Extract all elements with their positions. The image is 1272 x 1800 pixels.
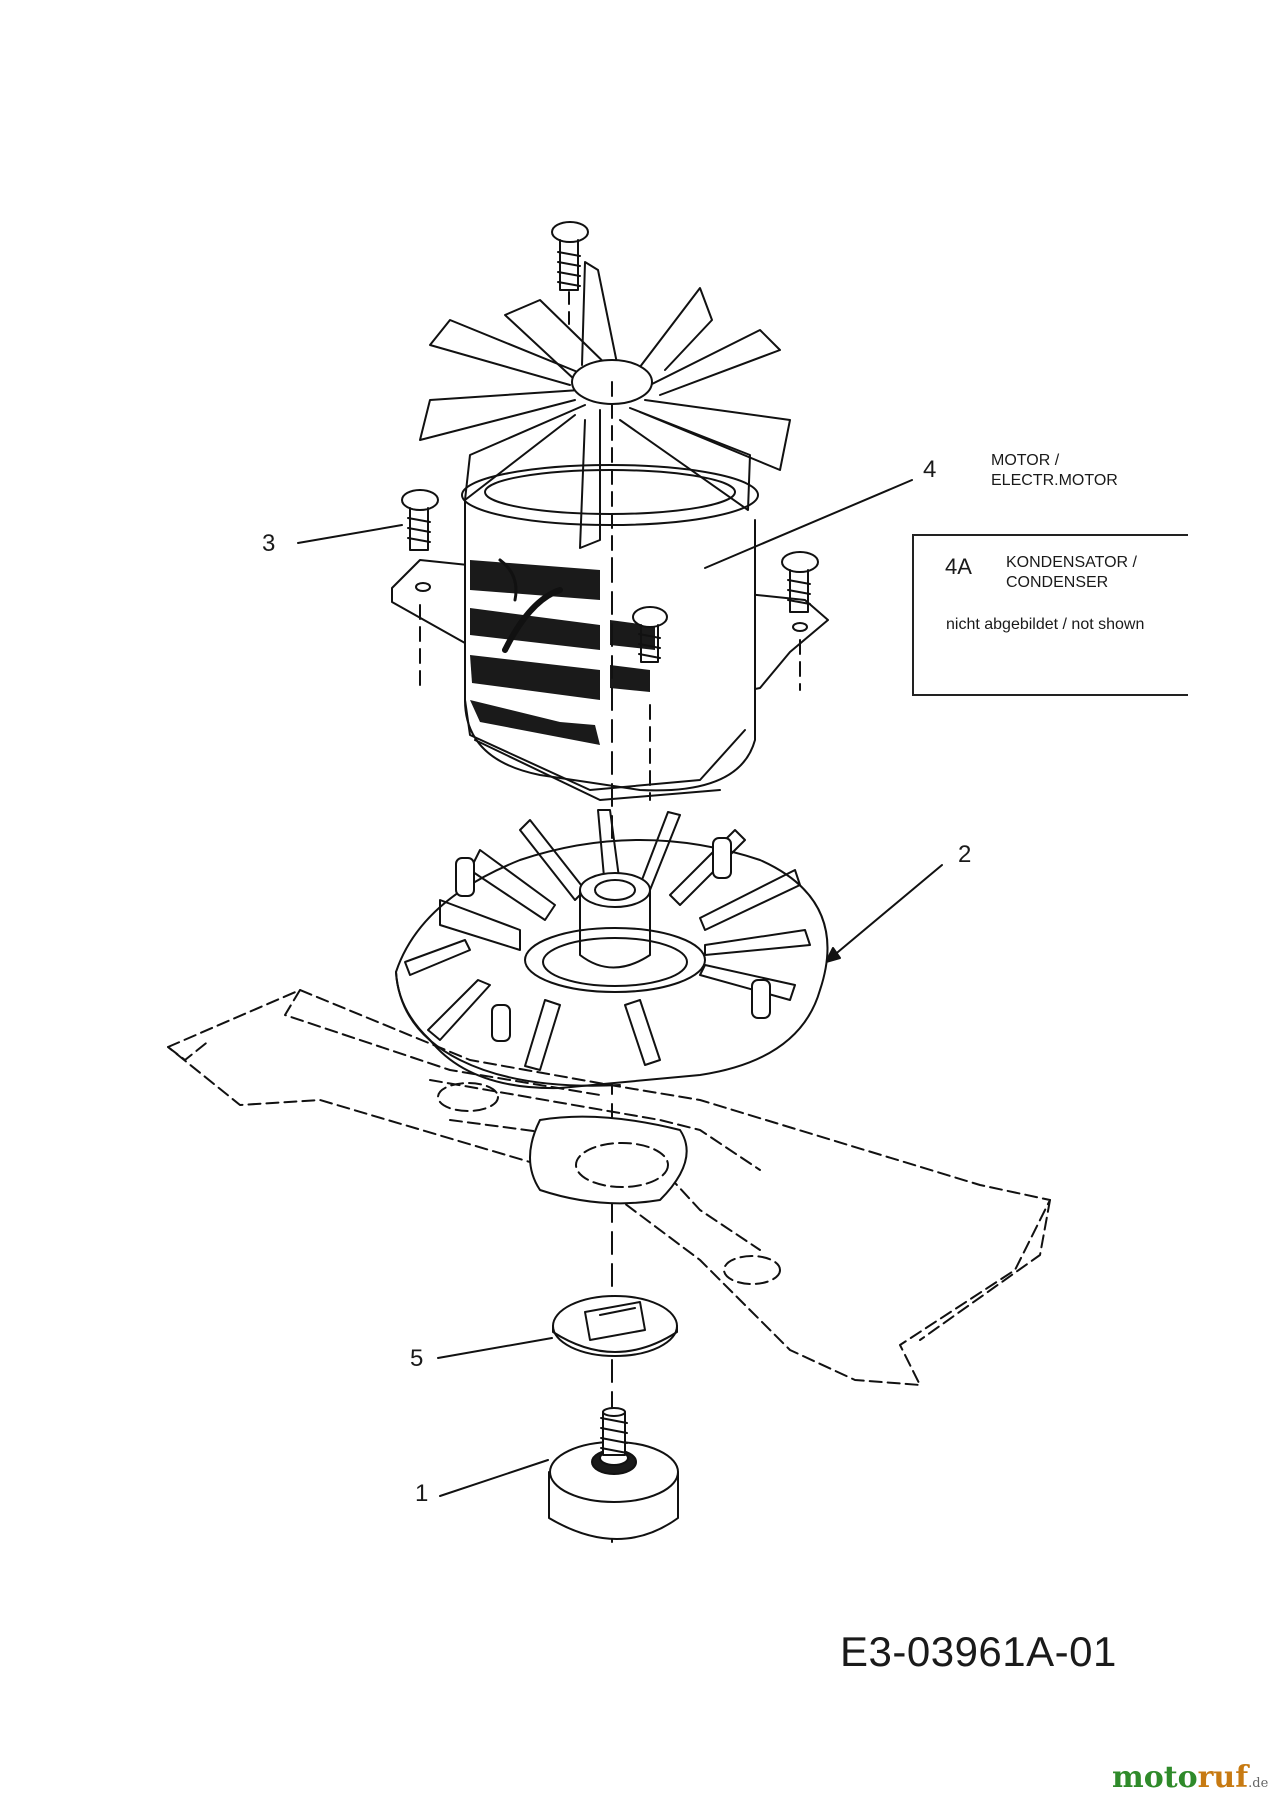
- flange-hole: [792, 622, 808, 632]
- motor-label-line1: MOTOR /: [991, 452, 1060, 469]
- fan-post: [455, 857, 475, 897]
- leader-line-2: [825, 864, 943, 963]
- leader-line-4: [704, 479, 913, 569]
- note-line2: CONDENSER: [1006, 574, 1109, 591]
- watermark-part1: moto: [1112, 1760, 1198, 1795]
- document-id: E3-03961A-01: [840, 1628, 1117, 1675]
- motor-part: [391, 261, 829, 801]
- fan-part: [395, 809, 829, 1090]
- arrowhead-2: [825, 947, 841, 963]
- callout-1: 1: [415, 1480, 429, 1507]
- callout-4: 4: [923, 456, 937, 483]
- note-line3: nicht abgebildet / not shown: [946, 616, 1145, 633]
- screw-left: [401, 489, 439, 691]
- screw-right: [781, 551, 819, 691]
- motor-windings: [470, 560, 655, 745]
- bolt-part: [548, 1407, 679, 1540]
- screw-top: [551, 221, 589, 331]
- screw-center: [632, 606, 668, 801]
- watermark-part2: ruf: [1197, 1760, 1249, 1795]
- callout-5: 5: [410, 1345, 424, 1372]
- motor-wire: [502, 587, 563, 653]
- note-part-id: 4A: [945, 554, 972, 579]
- washer-part: [552, 1295, 678, 1357]
- leader-line-1: [439, 1459, 549, 1497]
- leader-line-5: [437, 1337, 553, 1359]
- leader-line-3: [297, 524, 403, 544]
- blade-outline: [167, 989, 1051, 1386]
- blade-solid-outline: [529, 1115, 688, 1205]
- note-line1: KONDENSATOR /: [1006, 554, 1137, 571]
- watermark-logo: motoruf.de: [1112, 1760, 1268, 1795]
- watermark-part3: .de: [1248, 1776, 1269, 1791]
- callout-2: 2: [958, 841, 972, 868]
- fan-post: [751, 979, 771, 1019]
- fan-post: [712, 837, 732, 879]
- motor-top-rim: [461, 464, 759, 526]
- motor-base: [464, 699, 746, 791]
- motor-label-line2: ELECTR.MOTOR: [991, 472, 1118, 489]
- callout-3: 3: [262, 530, 276, 557]
- not-shown-note-box: [912, 534, 1188, 696]
- fan-post: [491, 1004, 511, 1042]
- flange-hole: [415, 582, 431, 592]
